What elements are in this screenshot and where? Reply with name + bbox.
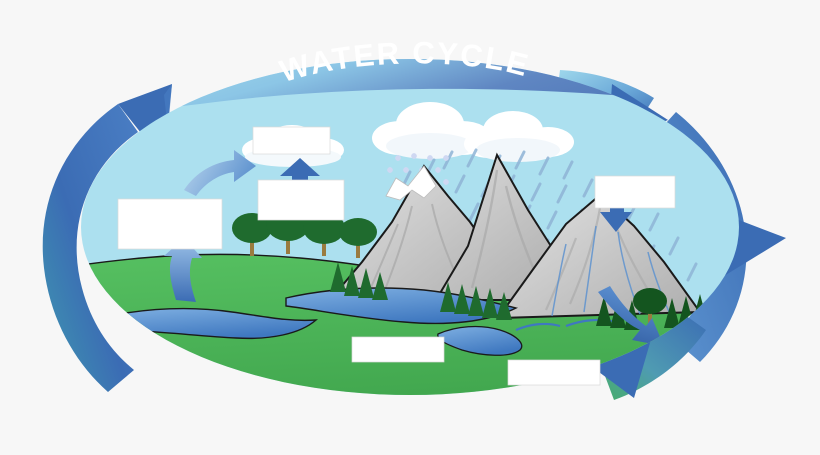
arrow-transport [184, 150, 256, 196]
arrow-runoff [598, 286, 664, 346]
label-runoff[interactable] [351, 336, 445, 363]
arrow-ring-bottom-right [580, 310, 706, 400]
arrow-evaporation [164, 238, 202, 302]
snow-cap [385, 165, 437, 201]
pond-lower [437, 325, 523, 356]
cloud-right [464, 111, 574, 162]
label-evaporation[interactable] [117, 198, 223, 250]
label-collection[interactable] [507, 359, 601, 386]
label-precipitation[interactable] [594, 175, 676, 209]
river-left [107, 307, 319, 340]
label-condensation[interactable] [257, 179, 345, 221]
arrow-condensation [280, 158, 320, 200]
label-cloud-top[interactable] [252, 126, 331, 155]
